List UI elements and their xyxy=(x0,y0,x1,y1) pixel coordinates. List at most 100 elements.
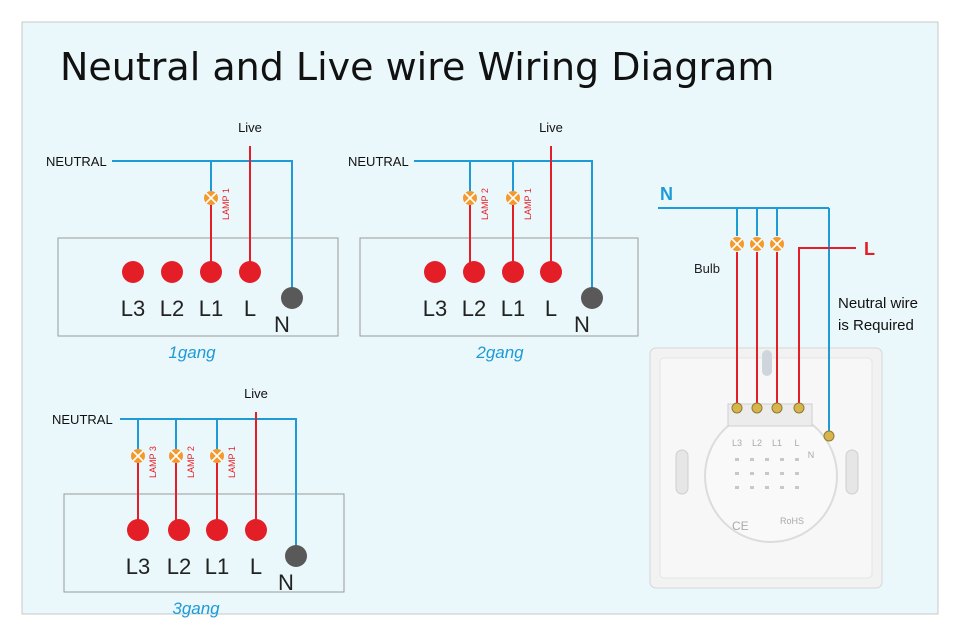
terminal-l3 xyxy=(424,261,446,283)
lamp-label: LAMP 2 xyxy=(186,446,196,478)
switch-box xyxy=(63,493,345,593)
vent-dot xyxy=(735,458,739,461)
terminal-label: L2 xyxy=(462,296,486,321)
terminal-label: L3 xyxy=(121,296,145,321)
terminal-l1 xyxy=(200,261,222,283)
neutral-wire xyxy=(120,418,297,556)
live-label: Live xyxy=(238,120,262,135)
lamp-icon xyxy=(169,449,183,463)
photo-live-wire xyxy=(798,247,856,410)
terminal-label: L1 xyxy=(501,296,525,321)
lamp-cross xyxy=(507,192,519,204)
terminal-label: L1 xyxy=(199,296,223,321)
terminal-l xyxy=(239,261,261,283)
lamp-icon xyxy=(506,191,520,205)
terminal-screw xyxy=(731,402,743,414)
neutral-wire xyxy=(414,160,593,298)
lamp-icon xyxy=(750,237,764,251)
vent-dot xyxy=(780,486,784,489)
module-terminal-label: L3 xyxy=(732,438,742,448)
lamp-cross xyxy=(205,192,217,204)
page-title: Neutral and Live wire Wiring Diagram xyxy=(60,45,774,89)
lamp-icon xyxy=(770,237,784,251)
switch-module xyxy=(704,409,838,543)
neutral-label: NEUTRAL xyxy=(348,154,409,169)
terminal-label: L xyxy=(545,296,557,321)
terminal-label: L2 xyxy=(160,296,184,321)
lamp-cross xyxy=(132,450,144,462)
ce-mark: CE xyxy=(732,519,749,533)
vent-dot xyxy=(765,486,769,489)
live-label: Live xyxy=(244,386,268,401)
terminal-l2 xyxy=(168,519,190,541)
terminal-l1 xyxy=(502,261,524,283)
lamp-label: LAMP 3 xyxy=(148,446,158,478)
lamp-cross xyxy=(751,238,763,250)
module-n-label: N xyxy=(808,450,815,460)
l-label: L xyxy=(864,239,875,259)
n-label: N xyxy=(660,184,673,204)
terminal-l xyxy=(245,519,267,541)
terminal-l xyxy=(540,261,562,283)
terminal-screw xyxy=(793,402,805,414)
lamp-icon xyxy=(463,191,477,205)
module-terminal-label: L xyxy=(794,438,799,448)
vent-dot xyxy=(795,458,799,461)
gang-caption: 1gang xyxy=(168,343,216,362)
live-label: Live xyxy=(539,120,563,135)
terminal-n xyxy=(281,287,303,309)
lamp-label: LAMP 1 xyxy=(227,446,237,478)
terminal-screw-n xyxy=(823,430,835,442)
mount-slot xyxy=(845,449,859,495)
terminal-n-label: N xyxy=(574,312,590,337)
terminal-label: L3 xyxy=(126,554,150,579)
terminal-label: L3 xyxy=(423,296,447,321)
lamp-icon xyxy=(131,449,145,463)
neutral-wire xyxy=(112,160,293,298)
mount-slot-top xyxy=(762,350,772,376)
terminal-l2 xyxy=(161,261,183,283)
gang-caption: 2gang xyxy=(475,343,524,362)
lamp-label: LAMP 2 xyxy=(480,188,490,220)
terminal-l3 xyxy=(127,519,149,541)
neutral-note-line2: is Required xyxy=(838,317,914,334)
vent-dot xyxy=(750,472,754,475)
module-terminal-label: L1 xyxy=(772,438,782,448)
terminal-n-label: N xyxy=(274,312,290,337)
vent-dot xyxy=(765,458,769,461)
terminal-l1 xyxy=(206,519,228,541)
terminal-n xyxy=(285,545,307,567)
lamp-cross xyxy=(771,238,783,250)
lamp-label: LAMP 1 xyxy=(221,188,231,220)
lamp-cross xyxy=(464,192,476,204)
lamp-icon xyxy=(210,449,224,463)
terminal-n xyxy=(581,287,603,309)
module-terminal-label: L2 xyxy=(752,438,762,448)
vent-dot xyxy=(780,472,784,475)
terminal-block xyxy=(727,403,813,427)
neutral-note-line1: Neutral wire xyxy=(838,295,918,312)
switch-box xyxy=(57,237,339,337)
terminal-screw xyxy=(771,402,783,414)
terminal-l3 xyxy=(122,261,144,283)
vent-dot xyxy=(765,472,769,475)
vent-dot xyxy=(735,486,739,489)
rohs-mark: RoHS xyxy=(780,516,804,526)
lamp-cross xyxy=(170,450,182,462)
lamp-icon xyxy=(204,191,218,205)
lamp-label: LAMP 1 xyxy=(523,188,533,220)
vent-dot xyxy=(750,458,754,461)
terminal-n-label: N xyxy=(278,570,294,595)
terminal-label: L xyxy=(244,296,256,321)
terminal-label: L1 xyxy=(205,554,229,579)
lamp-icon xyxy=(730,237,744,251)
lamp-cross xyxy=(731,238,743,250)
vent-dot xyxy=(795,486,799,489)
terminal-screw xyxy=(751,402,763,414)
terminal-l2 xyxy=(463,261,485,283)
